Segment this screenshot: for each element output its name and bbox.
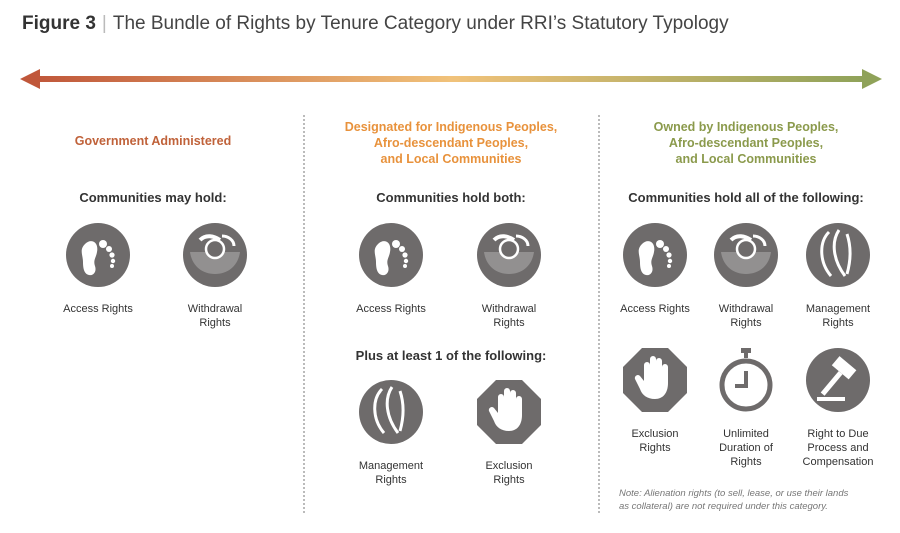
leaf-hand-icon [358, 379, 424, 445]
right-label: Exclusion Rights [631, 428, 679, 454]
category-header: Designated for Indigenous Peoples, Afro-… [344, 120, 558, 166]
category-subheading: Communities hold all of the following: [628, 190, 864, 205]
right-label: Right to Due Process and Compensation [802, 428, 874, 468]
footprint-icon [358, 222, 424, 288]
right-label: Access Rights [620, 303, 690, 315]
right-label: Withdrawal Rights [187, 303, 243, 329]
column-divider [598, 115, 600, 513]
tenure-spectrum-arrow [20, 69, 882, 89]
category-subheading: Communities hold both: [376, 190, 526, 205]
harvest-bowl-icon [182, 222, 248, 288]
footprint-icon [65, 222, 131, 288]
title-separator: | [101, 13, 107, 34]
figure-title: Figure 3|The Bundle of Rights by Tenure … [22, 13, 729, 35]
stopwatch-icon [713, 347, 779, 413]
leaf-hand-icon [805, 222, 871, 288]
column-divider [303, 115, 305, 513]
right-label: Access Rights [63, 303, 133, 315]
right-label: Management Rights [358, 460, 424, 486]
figure-caption: The Bundle of Rights by Tenure Category … [112, 13, 729, 34]
gavel-icon [805, 347, 871, 413]
category-header: Owned by Indigenous Peoples, Afro-descen… [653, 120, 839, 166]
right-label: Withdrawal Rights [481, 303, 537, 329]
right-label: Access Rights [356, 303, 426, 315]
harvest-bowl-icon [476, 222, 542, 288]
footprint-icon [622, 222, 688, 288]
figure-number: Figure 3 [22, 13, 96, 34]
right-label: Exclusion Rights [485, 460, 533, 486]
stop-hand-icon [622, 347, 688, 413]
right-label: Withdrawal Rights [718, 303, 774, 329]
stop-hand-icon [476, 379, 542, 445]
harvest-bowl-icon [713, 222, 779, 288]
category-note: Note: Alienation rights (to sell, lease,… [619, 488, 849, 512]
right-label: Unlimited Duration of Rights [719, 428, 773, 468]
category-subheading: Plus at least 1 of the following: [355, 348, 547, 363]
right-label: Management Rights [805, 303, 871, 329]
category-header: Government Administered [74, 134, 232, 148]
category-subheading: Communities may hold: [79, 190, 227, 205]
